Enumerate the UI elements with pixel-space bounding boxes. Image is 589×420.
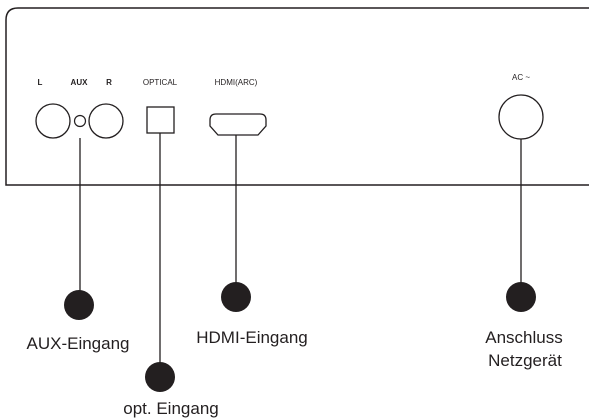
optical-port <box>146 106 175 134</box>
hdmi-callout-label: HDMI-Eingang <box>196 328 308 347</box>
optical-label: OPTICAL <box>143 78 178 87</box>
aux-callout-dot <box>64 290 94 320</box>
hdmi-port <box>209 113 267 136</box>
aux-label: AUX <box>71 78 89 87</box>
aux-right-jack <box>88 103 124 139</box>
power-callout-dot <box>506 282 536 312</box>
ac-label: AC ~ <box>512 73 530 82</box>
hdmi-callout-dot <box>221 282 251 312</box>
aux-center-marker <box>73 114 87 128</box>
ac-power-socket <box>498 94 544 140</box>
optical-callout-label: opt. Eingang <box>123 399 218 418</box>
aux-callout-label: AUX-Eingang <box>26 334 129 353</box>
aux-right-label: R <box>106 78 112 87</box>
optical-callout-dot <box>145 362 175 392</box>
aux-left-jack <box>35 103 71 139</box>
aux-left-label: L <box>38 78 43 87</box>
power-callout-label-line1: Anschluss <box>485 328 562 347</box>
device-panel-outline <box>5 7 589 186</box>
hdmi-label: HDMI(ARC) <box>215 78 258 87</box>
power-callout-label-line2: Netzgerät <box>488 351 562 370</box>
